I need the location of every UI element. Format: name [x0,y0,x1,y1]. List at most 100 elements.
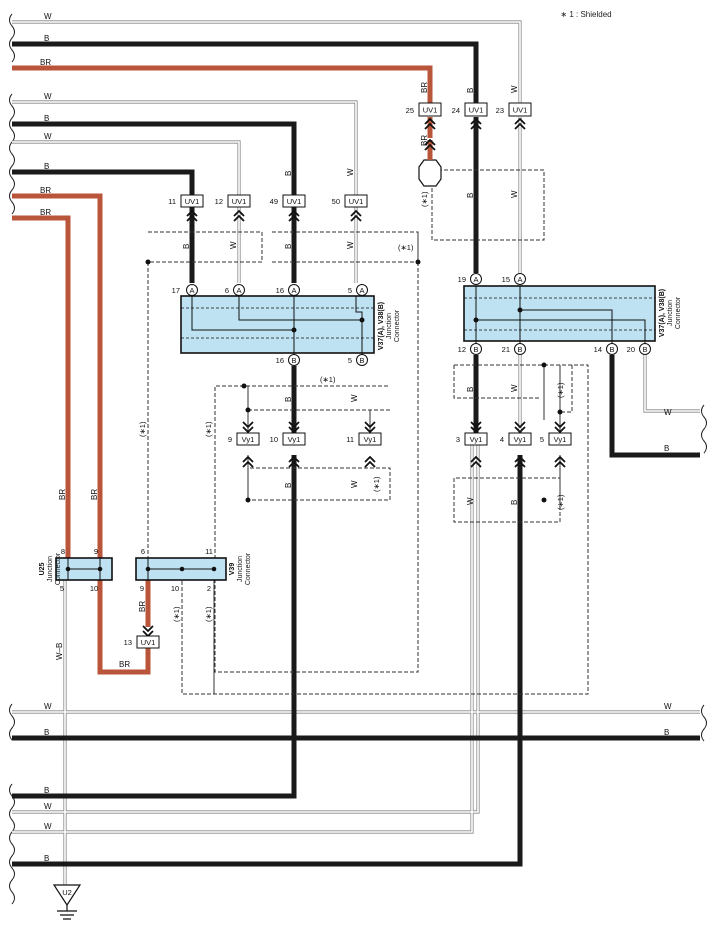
svg-text:W: W [466,497,475,505]
v39-junction-connector: 6 11 9 10 2 V39 Junction Connector [135,547,252,593]
svg-text:Vy1: Vy1 [470,435,483,444]
svg-text:19: 19 [458,275,466,284]
svg-text:W: W [664,408,672,417]
shielded-note: ∗ 1 : Shielded [560,10,611,19]
svg-text:V39: V39 [229,563,236,576]
svg-text:BR: BR [40,208,51,217]
v37-v38-junction-connector-right: A 19 A 15 B 12 B 21 B 14 B 20 V37(A), V3… [458,273,682,355]
svg-text:W: W [510,384,519,392]
uv1-connector-top: UV1 25 UV1 24 UV1 23 [406,102,532,117]
svg-text:UV1: UV1 [185,197,200,206]
svg-text:UV1: UV1 [141,638,156,647]
svg-text:Connector: Connector [394,309,401,342]
svg-text:B: B [44,34,49,43]
svg-text:11: 11 [168,197,176,206]
svg-text:5: 5 [348,286,352,295]
svg-text:W: W [44,822,52,831]
svg-text:3: 3 [456,435,460,444]
svg-text:Junction: Junction [386,313,393,339]
svg-text:B: B [44,728,49,737]
svg-text:BR: BR [420,135,429,146]
svg-text:W: W [510,190,519,198]
svg-text:4: 4 [500,435,504,444]
svg-text:B: B [466,88,475,93]
svg-text:49: 49 [270,197,278,206]
svg-text:14: 14 [594,345,602,354]
svg-text:A: A [291,286,296,295]
svg-text:W–B: W–B [55,643,64,660]
svg-text:B: B [182,244,191,249]
svg-text:B: B [44,162,49,171]
shield-ground-octagon [418,159,442,187]
svg-text:9: 9 [228,435,232,444]
chevron-arrows [142,117,566,638]
svg-text:Vy1: Vy1 [364,435,377,444]
svg-text:W: W [346,168,355,176]
svg-text:50: 50 [332,197,340,206]
vy1-connectors: Vy1 9 Vy1 10 Vy1 11 Vy1 3 Vy1 4 Vy1 5 [228,432,572,446]
svg-text:W: W [44,802,52,811]
uv1-connector-mid: UV1 11 UV1 12 UV1 49 UV1 50 [168,194,368,208]
shield-annotations: (∗1) (∗1) (∗1) (∗1) (∗1) (∗1) (∗1) (∗1) … [138,191,565,622]
svg-text:W: W [664,702,672,711]
svg-text:24: 24 [452,106,460,115]
svg-text:Connector: Connector [675,296,682,329]
svg-text:BR: BR [119,660,130,669]
svg-text:BR: BR [40,186,51,195]
black-wires [12,41,700,867]
svg-text:16: 16 [276,286,284,295]
wire-labels-vertical: BR B W BR B W B W B W B W B W B W B W W … [55,82,519,660]
brown-wires [12,65,433,675]
svg-text:B: B [517,345,522,354]
svg-text:B: B [466,193,475,198]
svg-text:UV1: UV1 [287,197,302,206]
svg-text:UV1: UV1 [349,197,364,206]
svg-text:B: B [642,345,647,354]
svg-text:B: B [44,114,49,123]
svg-text:Vy1: Vy1 [554,435,567,444]
break-marks [9,13,707,905]
svg-text:B: B [664,444,669,453]
svg-text:8: 8 [61,547,65,556]
white-wires [12,20,700,890]
svg-text:A: A [189,286,194,295]
svg-text:B: B [284,171,293,176]
svg-text:W: W [510,85,519,93]
svg-text:Vy1: Vy1 [288,435,301,444]
svg-text:UV1: UV1 [469,106,484,115]
svg-text:5: 5 [348,356,352,365]
svg-text:A: A [359,286,364,295]
svg-text:9: 9 [94,547,98,556]
svg-text:BR: BR [420,82,429,93]
svg-text:V37(A), V38(B): V37(A), V38(B) [659,289,666,337]
svg-text:(∗1): (∗1) [204,421,213,437]
svg-text:B: B [291,356,296,365]
svg-text:(∗1): (∗1) [420,191,429,207]
svg-text:BR: BR [58,489,67,500]
svg-text:11: 11 [205,547,213,556]
signal-lines [182,365,561,694]
svg-text:W: W [44,702,52,711]
svg-text:(∗1): (∗1) [556,382,565,398]
svg-text:B: B [510,500,519,505]
svg-text:Junction: Junction [237,556,244,582]
svg-text:16: 16 [276,356,284,365]
uv1-connector-13: UV1 13 [124,635,160,649]
svg-text:BR: BR [90,489,99,500]
svg-text:5: 5 [540,435,544,444]
svg-text:17: 17 [172,286,180,295]
svg-text:V37(A), V38(B): V37(A), V38(B) [378,302,385,350]
svg-text:BR: BR [40,58,51,67]
svg-text:B: B [466,387,475,392]
wire-labels: W B BR W B W B BR BR W B B W W B W B W B… [40,12,672,863]
svg-text:W: W [44,132,52,141]
svg-text:23: 23 [496,106,504,115]
svg-text:A: A [517,275,522,284]
ground-u2: U2 [52,884,82,920]
svg-text:W: W [350,480,359,488]
svg-text:B: B [44,854,49,863]
svg-text:(∗1): (∗1) [372,476,381,492]
svg-text:(∗1): (∗1) [138,421,147,437]
u25-junction-connector: 8 9 5 10 U25 Junction Connector [39,547,113,593]
